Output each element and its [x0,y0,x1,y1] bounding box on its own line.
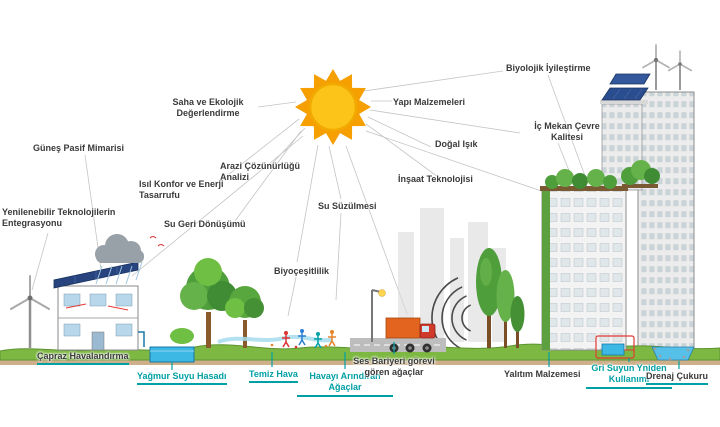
wind-turbine-icon [9,275,51,348]
label-su-geri-donusumu: Su Geri Dönüşümü [164,219,246,229]
label-temiz-hava: Temiz Hava [249,369,298,384]
label-saha-ve-ekolojik-degerlendirme: Saha ve Ekolojik Değerlendirme [172,97,244,119]
label-gri-suyun-yeniden-kullanimi: Gri Suyun Yniden Kullanımı [586,363,672,389]
label-yagmur-suyu-hasadi: Yağmur Suyu Hasadı [137,371,227,386]
concept-connector-lines [31,70,586,317]
label-biyolojik-iyilestirme: Biyolojik İyileştirme [506,63,591,73]
drainage-pit-icon [651,346,695,361]
label-yalitim-malzemesi: Yalıtım Malzemesi [504,369,581,379]
label-yapi-malzemeleri: Yapı Malzemeleri [393,97,466,107]
park-trees [170,258,264,348]
roof-solar-panel-icon [53,261,139,289]
rain-cloud-icon [95,234,165,285]
label-biyocesitlilik: Biyoçeşitlilik [274,266,330,276]
playing-people [270,329,336,349]
terrace-trees [621,160,660,188]
solar-panel-icon [601,73,651,101]
street-lamp-icon [371,289,386,342]
roof-wind-turbine-icon [642,44,693,90]
label-gunes-pasif-mimarisi: Güneş Pasif Mimarisi [33,143,125,153]
sun-icon [295,69,371,145]
label-yenilenebilir-teknolojiler: Yenilenebilir Teknolojilerin Entegrasyon… [2,207,116,229]
label-ses-bariyeri-agaclar: Ses Bariyeri görevi gören ağaçlar [353,356,435,378]
label-dogal-isik: Doğal Işık [435,139,478,149]
label-havayi-arindiran-agaclar: Havayı Arındıran Ağaçlar [297,371,393,397]
green-roof-building [540,160,660,351]
label-drenaj-cukuru: Drenaj Çukuru [646,371,709,386]
label-capraz-havalandirma: Çapraz Havalandırma [37,351,129,366]
skyscraper [637,44,695,351]
soil-band [0,357,720,365]
birds-icon [149,236,165,247]
roof-garden-trees [545,169,617,189]
greywater-tank-icon [595,335,635,359]
label-isil-konfor-enerji-tasarrufu: Isıl Konfor ve Enerji Tasarrufu [139,179,224,201]
solar-house [53,261,139,351]
noise-barrier-trees [476,248,525,348]
label-insaat-teknolojisi: İnşaat Teknolojisi [398,174,473,184]
label-su-suzulmesi: Su Süzülmesi [318,201,377,211]
callout-connectors [171,342,680,370]
label-ic-mekan-cevre-kalitesi: İç Mekan Çevre Kalitesi [534,121,600,143]
truck-icon [385,317,436,353]
cross-ventilation-arrows [65,303,129,311]
label-arazi-cozunurlugu-analizi: Arazi Çözünürlüğü Analizi [220,161,300,183]
